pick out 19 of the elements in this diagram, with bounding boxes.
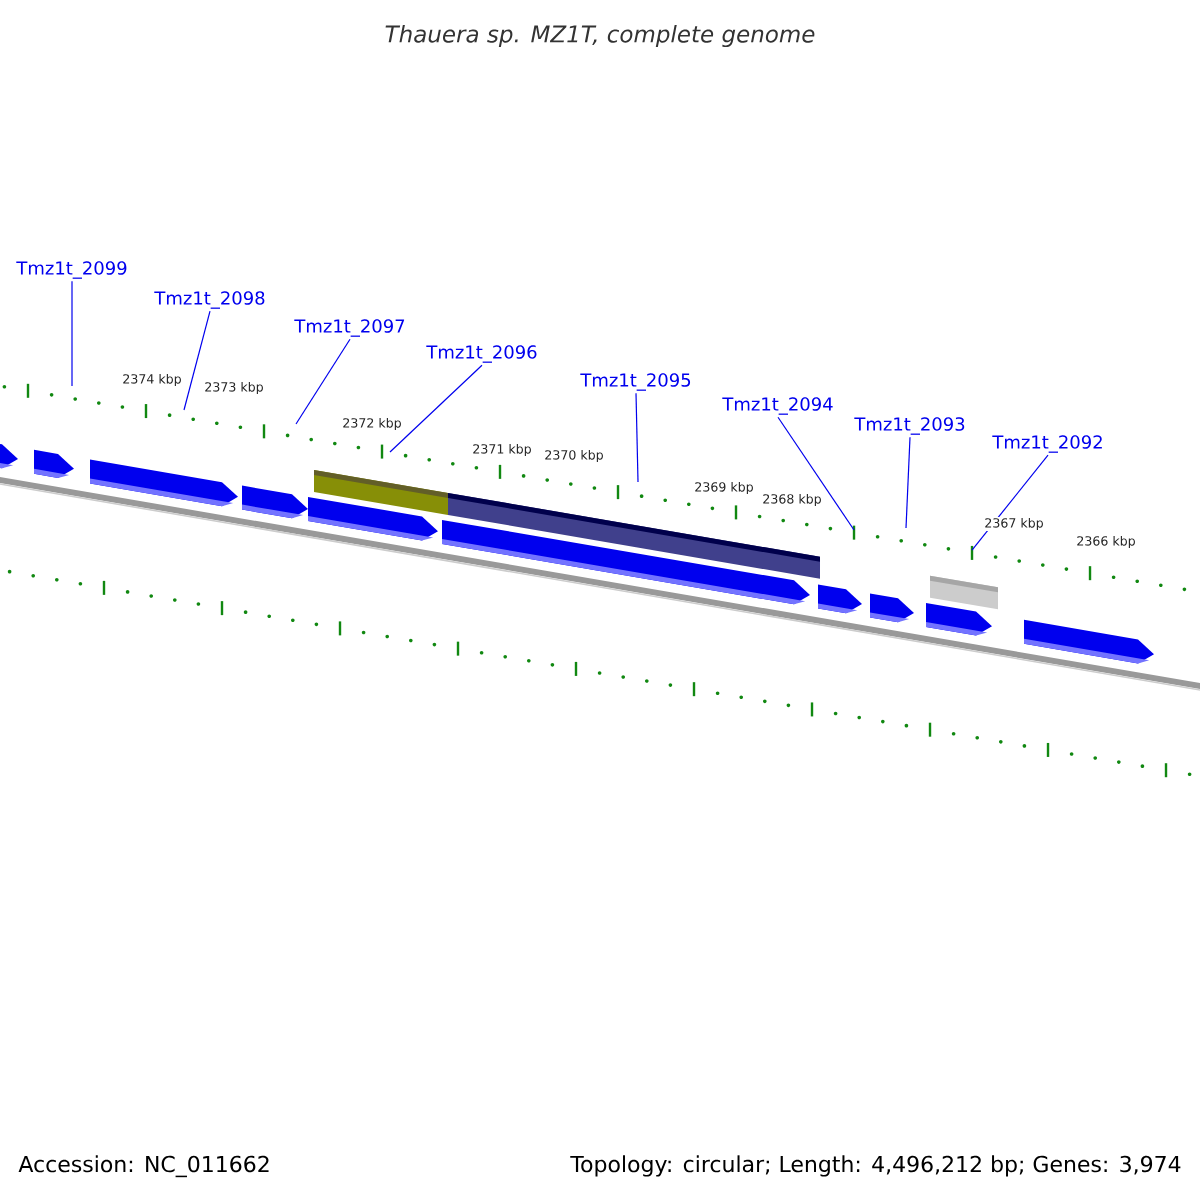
gene-label: Tmz1t_2092 <box>992 435 1102 453</box>
leader-line <box>71 280 73 387</box>
leader-line <box>971 454 1049 551</box>
leader-line <box>635 392 639 483</box>
gene-label: Tmz1t_2093 <box>854 417 965 435</box>
leader-line <box>905 436 911 529</box>
gene-label: Tmz1t_2097 <box>294 319 405 337</box>
genome-info-text: Topology: circular; Length: 4,496,212 bp; Genes: 3,974 <box>570 1155 1181 1177</box>
gene-label: Tmz1t_2096 <box>426 345 537 363</box>
gene-label: Tmz1t_2099 <box>16 261 127 279</box>
leader-line <box>777 416 855 531</box>
gene-label: Tmz1t_2095 <box>580 373 691 391</box>
accession-text: Accession: NC_011662 <box>18 1155 269 1178</box>
leader-line <box>183 310 211 411</box>
leader-line <box>295 338 351 425</box>
gene-label: Tmz1t_2094 <box>722 397 833 415</box>
gene-label: Tmz1t_2098 <box>154 291 265 309</box>
leader-line <box>389 364 483 453</box>
title: Thauera sp. MZ1T, complete genome <box>385 24 815 48</box>
